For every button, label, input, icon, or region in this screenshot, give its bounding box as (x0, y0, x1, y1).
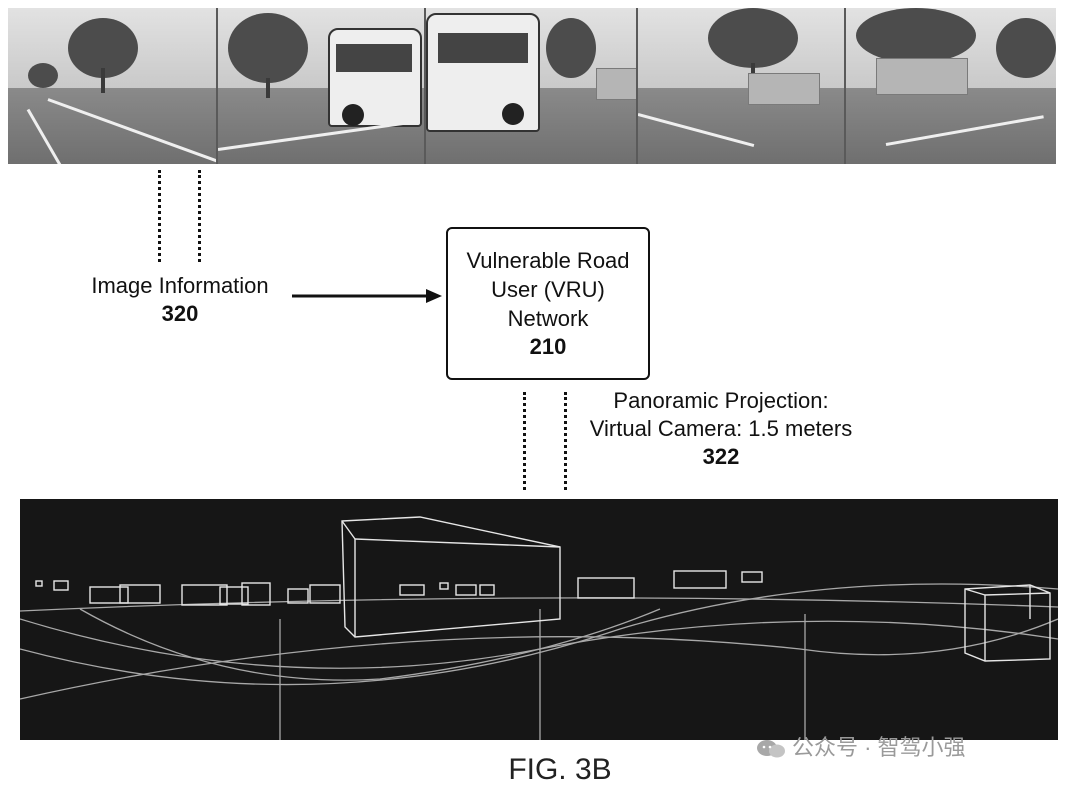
bounding-box-near-right (964, 584, 1051, 662)
vru-line-3: Network (507, 306, 589, 331)
projection-ref: 322 (702, 444, 740, 469)
projection-line-2: Virtual Camera: 1.5 meters (589, 416, 853, 441)
image-information-ref: 320 (161, 301, 199, 326)
chat-bubbles-icon (757, 740, 785, 758)
bounding-box-11 (479, 584, 495, 596)
bounding-box-10 (455, 584, 477, 596)
image-information-text: Image Information (91, 273, 269, 298)
bounding-box-bus (341, 516, 561, 638)
vru-line-2: User (VRU) (491, 277, 605, 302)
projection-line-1: Panoramic Projection: (613, 388, 829, 413)
image-connector-right (198, 170, 201, 262)
projection-connector-left (523, 392, 526, 490)
wireframe-canvas (19, 516, 1059, 740)
ground-curve-3 (79, 608, 661, 681)
bounding-box-5 (241, 582, 271, 606)
camera-frame-2 (218, 8, 424, 164)
flow-arrow (292, 289, 442, 303)
bounding-box-15 (53, 580, 69, 591)
bounding-box-14 (741, 571, 763, 583)
panoramic-projection-label: Panoramic Projection: Virtual Camera: 1.… (570, 387, 872, 471)
bounding-box-12 (577, 577, 635, 599)
camera-frame-1 (8, 8, 216, 164)
camera-image-strip (8, 8, 1056, 164)
bounding-box-3 (181, 584, 228, 606)
ground-curve-4 (19, 618, 1059, 700)
camera-frame-4 (638, 8, 844, 164)
horizon-line (19, 597, 1059, 612)
ground-curve-1 (19, 618, 1059, 669)
camera-frame-5 (846, 8, 1056, 164)
bounding-box-7 (309, 584, 341, 604)
bounding-box-9 (439, 582, 449, 590)
panoramic-wireframe-panel (19, 499, 1059, 740)
figure-caption: FIG. 3B (508, 753, 612, 786)
image-connector-left (158, 170, 161, 262)
vru-network-box: Vulnerable Road User (VRU) Network 210 (446, 227, 650, 380)
watermark: 公众号 · 智驾小强 (756, 733, 966, 763)
bounding-box-1 (89, 586, 129, 604)
camera-frame-3 (426, 8, 636, 164)
vru-ref: 210 (529, 334, 567, 359)
bounding-box-16 (35, 580, 43, 587)
ground-curve-2 (19, 583, 1059, 686)
image-information-label: Image Information 320 (70, 272, 290, 328)
watermark-text: 公众号 · 智驾小强 (792, 735, 966, 760)
bounding-box-4 (219, 586, 249, 605)
vru-line-1: Vulnerable Road (466, 248, 630, 273)
bounding-box-13 (673, 570, 727, 589)
projection-connector-right (564, 392, 567, 490)
bounding-box-6 (287, 588, 309, 604)
bounding-box-2 (119, 584, 161, 604)
bounding-box-8 (399, 584, 425, 596)
